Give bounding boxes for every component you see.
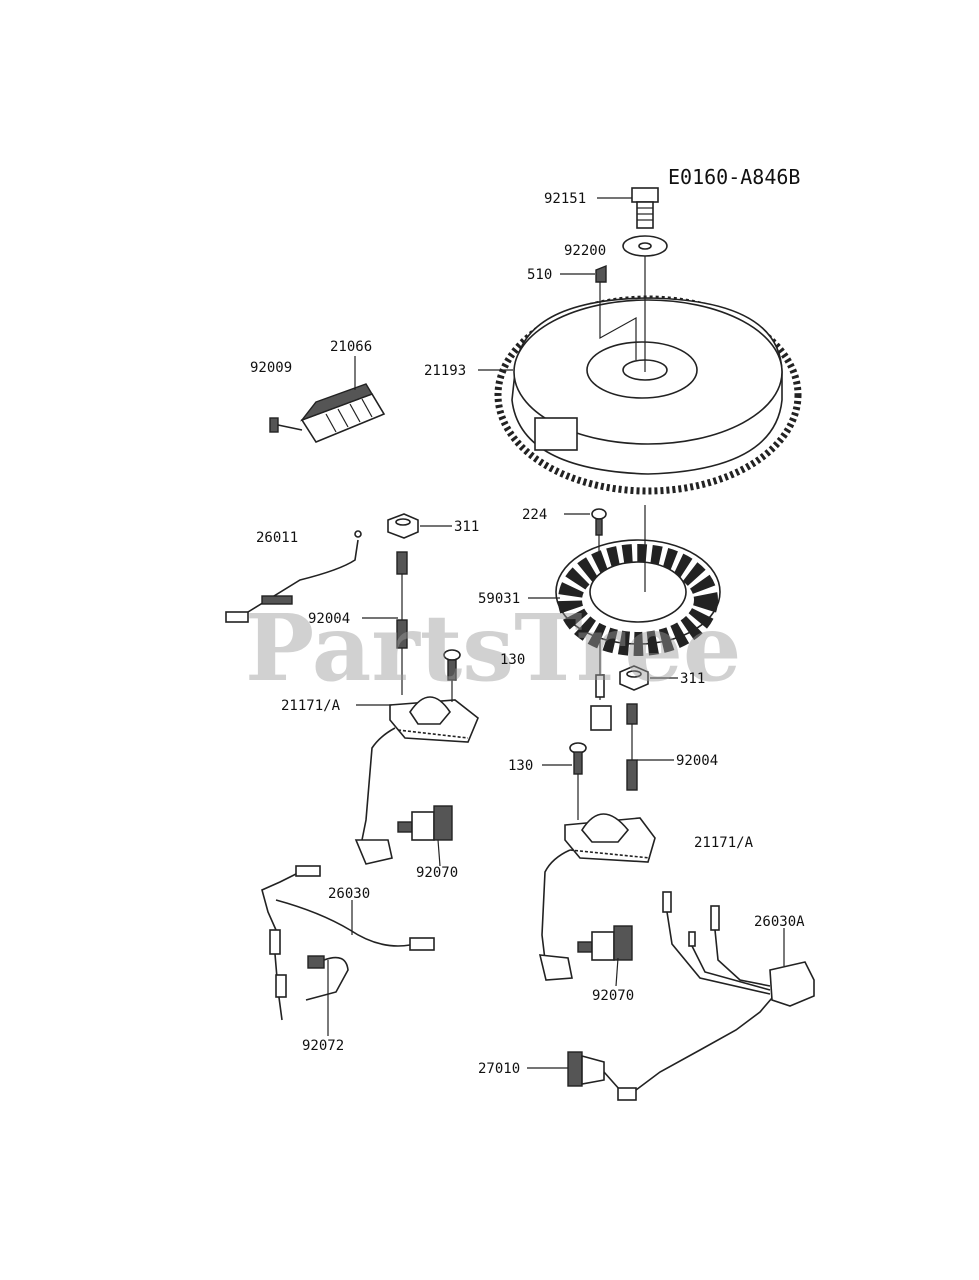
ignition-coil-right[interactable] xyxy=(538,813,656,981)
leader-lines xyxy=(327,197,785,1069)
coil-nut-left[interactable] xyxy=(387,513,419,539)
coil-stud-left[interactable] xyxy=(396,551,408,695)
flywheel[interactable] xyxy=(494,295,802,495)
label-59031: 59031 xyxy=(478,591,520,607)
label-92070-left: 92070 xyxy=(416,865,458,881)
label-92070-right: 92070 xyxy=(592,988,634,1004)
oil-pressure-switch[interactable] xyxy=(567,1051,637,1101)
label-510: 510 xyxy=(527,267,552,283)
label-21193: 21193 xyxy=(424,363,466,379)
flywheel-washer[interactable] xyxy=(622,235,668,257)
label-26030A: 26030A xyxy=(754,914,805,930)
spark-plug-right[interactable] xyxy=(577,925,633,961)
label-92200: 92200 xyxy=(564,243,606,259)
label-21171A-right: 21171/A xyxy=(694,835,754,851)
stator-screw[interactable] xyxy=(591,508,607,536)
coil-bolt-right[interactable] xyxy=(569,742,587,820)
flywheel-bolt[interactable] xyxy=(631,187,659,229)
coil-stud-right[interactable] xyxy=(626,703,638,791)
wire-harness-26030[interactable] xyxy=(261,865,435,1021)
watermark: PartsTree xyxy=(245,594,741,702)
label-92004-right: 92004 xyxy=(676,753,718,769)
diagram-id: E0160-A846B xyxy=(668,165,800,189)
regulator[interactable] xyxy=(299,383,386,443)
label-21066: 21066 xyxy=(330,339,372,355)
spark-plug-left[interactable] xyxy=(397,805,453,841)
label-21171A-left: 21171/A xyxy=(281,698,341,714)
label-130-bottom: 130 xyxy=(508,758,533,774)
label-92072: 92072 xyxy=(302,1038,344,1054)
ignition-coil-left[interactable] xyxy=(354,696,479,865)
label-311-left: 311 xyxy=(454,519,479,535)
stator[interactable] xyxy=(555,539,721,656)
label-26030: 26030 xyxy=(328,886,370,902)
coil-nut-right[interactable] xyxy=(619,665,649,691)
wire-harness-26030A[interactable] xyxy=(635,891,815,1091)
woodruff-key[interactable] xyxy=(595,264,607,283)
label-26011: 26011 xyxy=(256,530,298,546)
wire-lead-26011[interactable] xyxy=(225,530,362,623)
label-27010: 27010 xyxy=(478,1061,520,1077)
label-92151: 92151 xyxy=(544,191,586,207)
regulator-bolt[interactable] xyxy=(269,417,303,433)
coil-bolt-left[interactable] xyxy=(443,649,461,702)
label-92004-left: 92004 xyxy=(308,611,350,627)
stator-connector[interactable] xyxy=(590,640,612,731)
label-224: 224 xyxy=(522,507,547,523)
wire-92072[interactable] xyxy=(305,955,349,1001)
label-311-right: 311 xyxy=(680,671,705,687)
label-92009: 92009 xyxy=(250,360,292,376)
label-130-top: 130 xyxy=(500,652,525,668)
